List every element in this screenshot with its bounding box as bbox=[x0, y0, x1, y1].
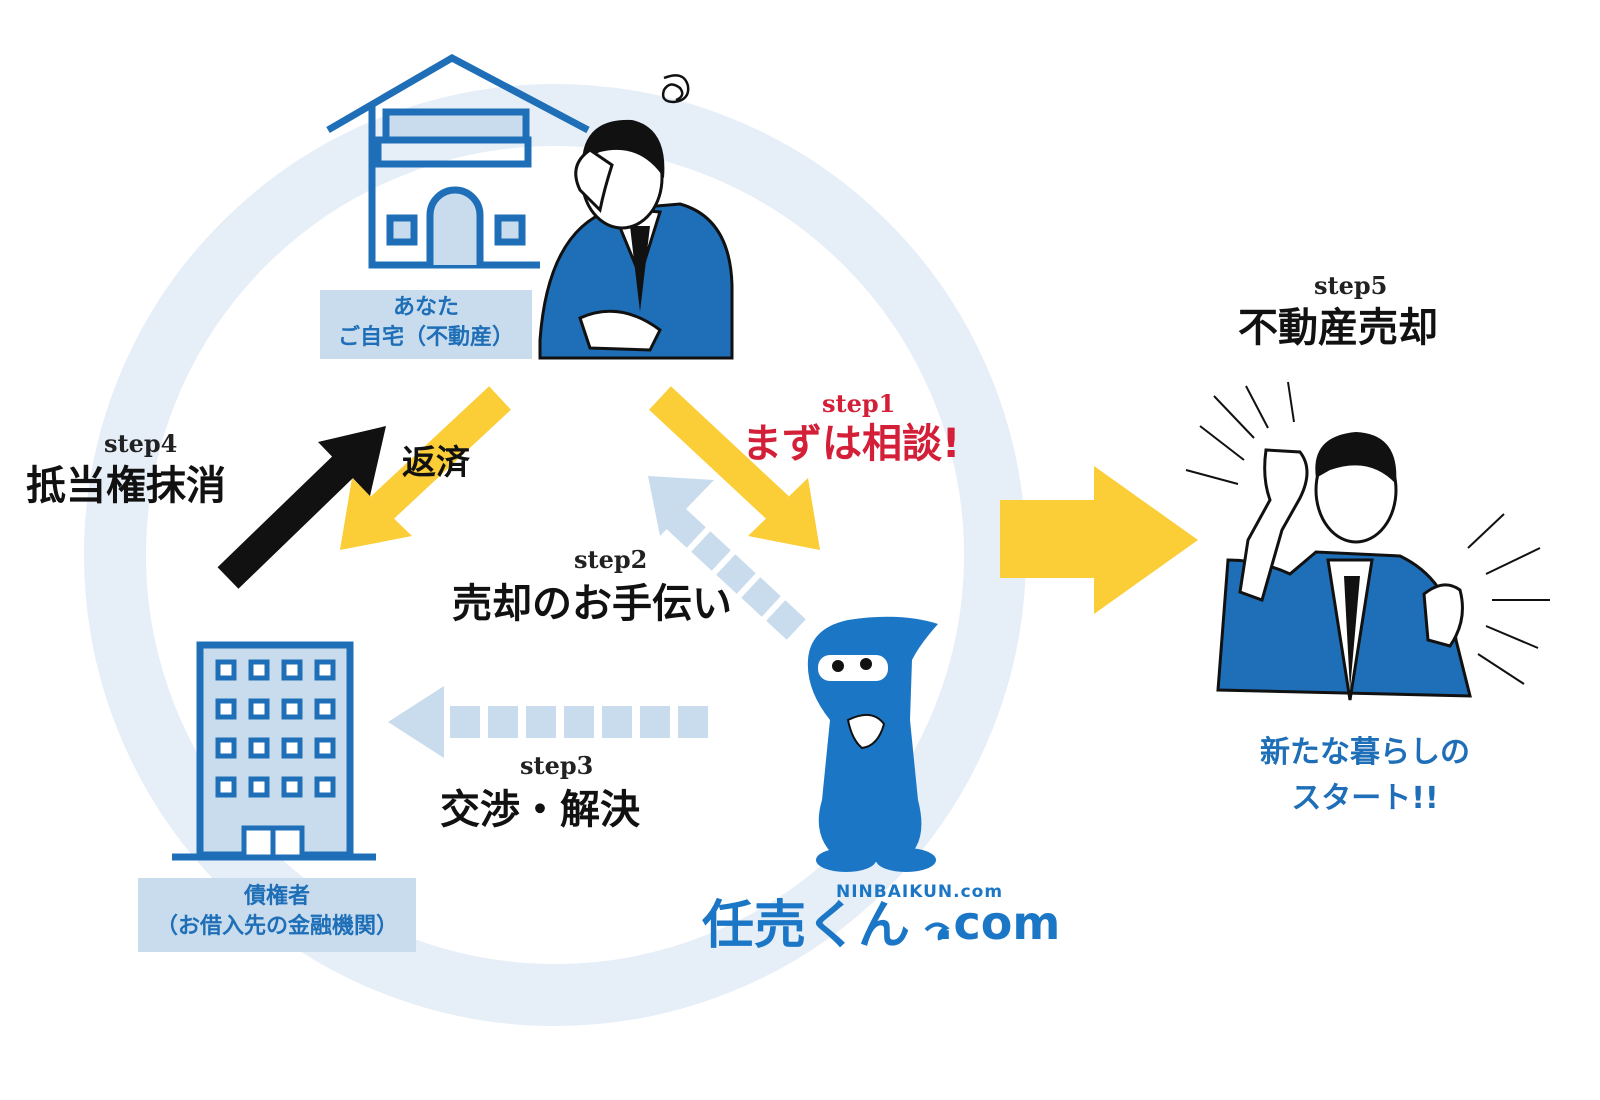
repay-label: 返済 bbox=[402, 443, 470, 483]
outcome-text: 新たな暮らしの スタート!! bbox=[1220, 730, 1510, 822]
step3-arrow-dash bbox=[640, 706, 670, 738]
building-window bbox=[314, 698, 336, 720]
home-label: あなた ご自宅（不動産） bbox=[320, 290, 532, 359]
step4-arrow bbox=[217, 426, 386, 589]
outcome-line2: スタート!! bbox=[1291, 781, 1439, 816]
step2-arrow-dash bbox=[741, 577, 781, 617]
logo-subtext: NINBAIKUN.com bbox=[836, 882, 1004, 902]
step4-tag: step4 bbox=[104, 429, 178, 458]
building-window bbox=[248, 659, 270, 681]
step5-tag: step5 bbox=[1314, 271, 1388, 300]
step3-arrow-head bbox=[388, 686, 444, 758]
building-window bbox=[281, 698, 303, 720]
step3-tag: step3 bbox=[520, 751, 594, 780]
step5-arrow bbox=[1000, 466, 1198, 614]
creditor-label-line1: 債権者 bbox=[243, 884, 310, 909]
mascot-icon bbox=[807, 616, 938, 872]
step2-arrow bbox=[648, 476, 806, 640]
repay-arrow bbox=[340, 386, 511, 550]
home-label-line1: あなた bbox=[392, 295, 459, 320]
building-window bbox=[314, 659, 336, 681]
building-window bbox=[281, 659, 303, 681]
step3-arrow bbox=[388, 686, 708, 758]
building-window bbox=[215, 659, 237, 681]
house-icon bbox=[326, 53, 590, 269]
step3-arrow-dash bbox=[678, 706, 708, 738]
step3-arrow-dash bbox=[602, 706, 632, 738]
building-window bbox=[314, 737, 336, 759]
logo-mark-icon bbox=[924, 922, 950, 941]
building-window bbox=[248, 737, 270, 759]
home-label-line2: ご自宅（不動産） bbox=[337, 325, 514, 350]
step3-arrow-dash bbox=[526, 706, 556, 738]
building-window bbox=[248, 776, 270, 798]
building-window bbox=[215, 698, 237, 720]
step1-title: まずは相談! bbox=[742, 421, 961, 467]
building-window bbox=[215, 776, 237, 798]
building-window bbox=[281, 737, 303, 759]
creditor-label-line2: （お借入先の金融機関） bbox=[155, 914, 398, 939]
step2-arrow-dash bbox=[691, 531, 731, 571]
logo-dotcom: .com bbox=[936, 896, 1061, 950]
step1-arrow bbox=[649, 386, 820, 550]
step2-tag: step2 bbox=[574, 545, 648, 574]
step3-arrow-dash bbox=[564, 706, 594, 738]
building-window bbox=[248, 698, 270, 720]
building-window bbox=[281, 776, 303, 798]
worried-man-icon bbox=[538, 74, 734, 360]
step3-arrow-dash bbox=[488, 706, 518, 738]
office-building-icon bbox=[172, 641, 376, 861]
step1-tag: step1 bbox=[822, 389, 896, 418]
step2-arrow-dash bbox=[716, 554, 756, 594]
step3-arrow-dash bbox=[450, 706, 480, 738]
step3-title: 交渉・解決 bbox=[440, 787, 640, 833]
creditor-label: 債権者 （お借入先の金融機関） bbox=[138, 878, 416, 952]
logo-wordmark: 任売くん bbox=[702, 896, 911, 956]
step4-title: 抵当権抹消 bbox=[26, 463, 226, 509]
step2-arrow-head bbox=[648, 476, 714, 536]
happy-man-icon bbox=[1185, 381, 1550, 701]
building-window bbox=[314, 776, 336, 798]
outcome-line1: 新たな暮らしの bbox=[1260, 735, 1470, 770]
step2-title: 売却のお手伝い bbox=[452, 581, 732, 627]
step2-arrow-dash bbox=[766, 600, 806, 640]
step5-title: 不動産売却 bbox=[1238, 305, 1438, 351]
building-window bbox=[215, 737, 237, 759]
